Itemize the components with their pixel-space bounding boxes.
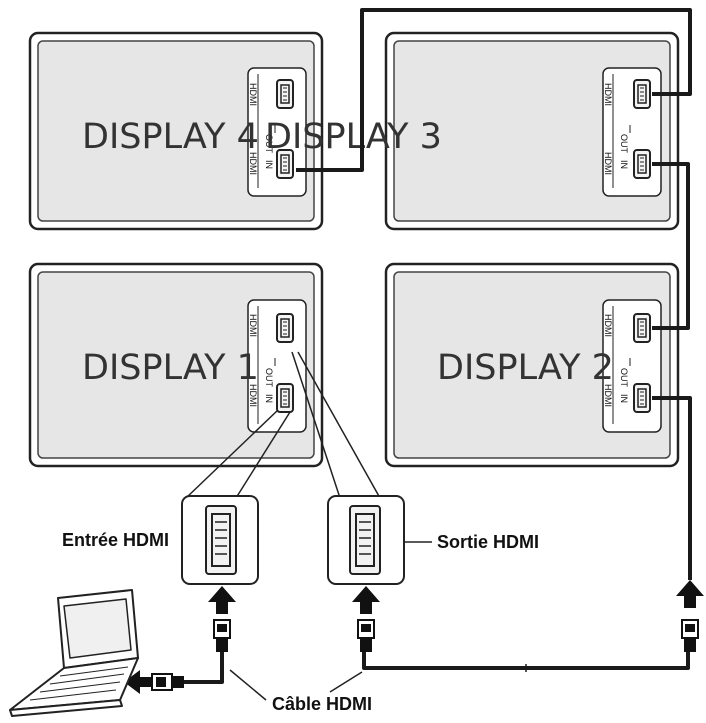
arrow-up-icon (208, 586, 236, 614)
display-2-panel-label-in: IN (619, 394, 629, 403)
display-3-panel-label-out: OUT (619, 134, 629, 154)
cable-label-leader (229, 669, 267, 701)
hdmi-plug-icon (681, 619, 699, 652)
cable-laptop-to-display1 (184, 650, 224, 684)
display-2: HDMI HDMI OUT IN DISPLAY 2 (384, 262, 680, 468)
display-1-port-panel: HDMI HDMI OUT IN (247, 299, 307, 433)
cable-display2-to-display3 (652, 162, 690, 330)
laptop-icon (9, 589, 139, 717)
display-3-port-panel: HDMI HDMI OUT IN (602, 67, 662, 197)
display-1-hdmi-in-port (276, 383, 294, 413)
cable-display3-to-display4 (296, 8, 692, 172)
hdmi-input-label: Entrée HDMI (62, 530, 169, 550)
display-2-port-panel: HDMI HDMI OUT IN (602, 299, 662, 433)
display-3-label: DISPLAY 3 (265, 117, 442, 157)
display-1-panel-label-out: OUT (264, 368, 274, 388)
display-2-hdmi-in-port (633, 383, 651, 413)
hdmi-plug-icon (151, 673, 184, 691)
hdmi-output-zoom-box (327, 495, 432, 585)
display-4: HDMI HDMI OUT IN DISPLAY 4 (28, 31, 324, 231)
display-1-panel-label-in: IN (264, 394, 274, 403)
display-3-panel-label-hdmi-bottom: HDMI (603, 152, 613, 175)
display-3-panel-label-hdmi-top: HDMI (603, 83, 613, 106)
cable-display2-in (652, 396, 692, 580)
display-4-port-panel: HDMI HDMI OUT IN (247, 67, 307, 197)
display-2-panel-label-hdmi-top: HDMI (603, 314, 613, 337)
cable-label-leader (329, 671, 363, 693)
zoom-callout-lines (185, 351, 381, 499)
arrow-up-icon (676, 580, 704, 608)
display-3-hdmi-in-port (633, 149, 651, 179)
display-3-hdmi-out-port (633, 79, 651, 109)
hdmi-cable-label: Câble HDMI (272, 694, 372, 714)
hdmi-plug-icon (357, 619, 375, 652)
display-1-hdmi-out-port (276, 313, 294, 343)
display-4-panel-label-hdmi-bottom: HDMI (248, 152, 258, 175)
display-2-hdmi-out-port (633, 313, 651, 343)
display-3: HDMI HDMI OUT IN DISPLAY 3 (265, 31, 680, 231)
hdmi-input-zoom-box (181, 495, 259, 585)
hdmi-plug-icon (213, 619, 231, 652)
display-2-panel-label-hdmi-bottom: HDMI (603, 384, 613, 407)
display-1-panel-label-hdmi-top: HDMI (248, 314, 258, 337)
display-3-panel-label-in: IN (619, 160, 629, 169)
display-4-panel-label-hdmi-top: HDMI (248, 83, 258, 106)
display-1-panel-label-hdmi-bottom: HDMI (248, 384, 258, 407)
display-1-label: DISPLAY 1 (82, 348, 259, 388)
hdmi-output-label: Sortie HDMI (437, 532, 539, 552)
arrow-up-icon (352, 586, 380, 614)
display-2-panel-label-out: OUT (619, 368, 629, 388)
display-4-panel-label-in: IN (264, 160, 274, 169)
display-1: HDMI HDMI OUT IN DISPLAY 1 (28, 262, 324, 468)
arrow-left-icon (124, 670, 152, 694)
display-4-hdmi-out-port (276, 79, 294, 109)
display-4-panel-label-out: OUT (264, 134, 274, 154)
display-2-label: DISPLAY 2 (437, 348, 614, 388)
display-4-label: DISPLAY 4 (82, 117, 259, 157)
